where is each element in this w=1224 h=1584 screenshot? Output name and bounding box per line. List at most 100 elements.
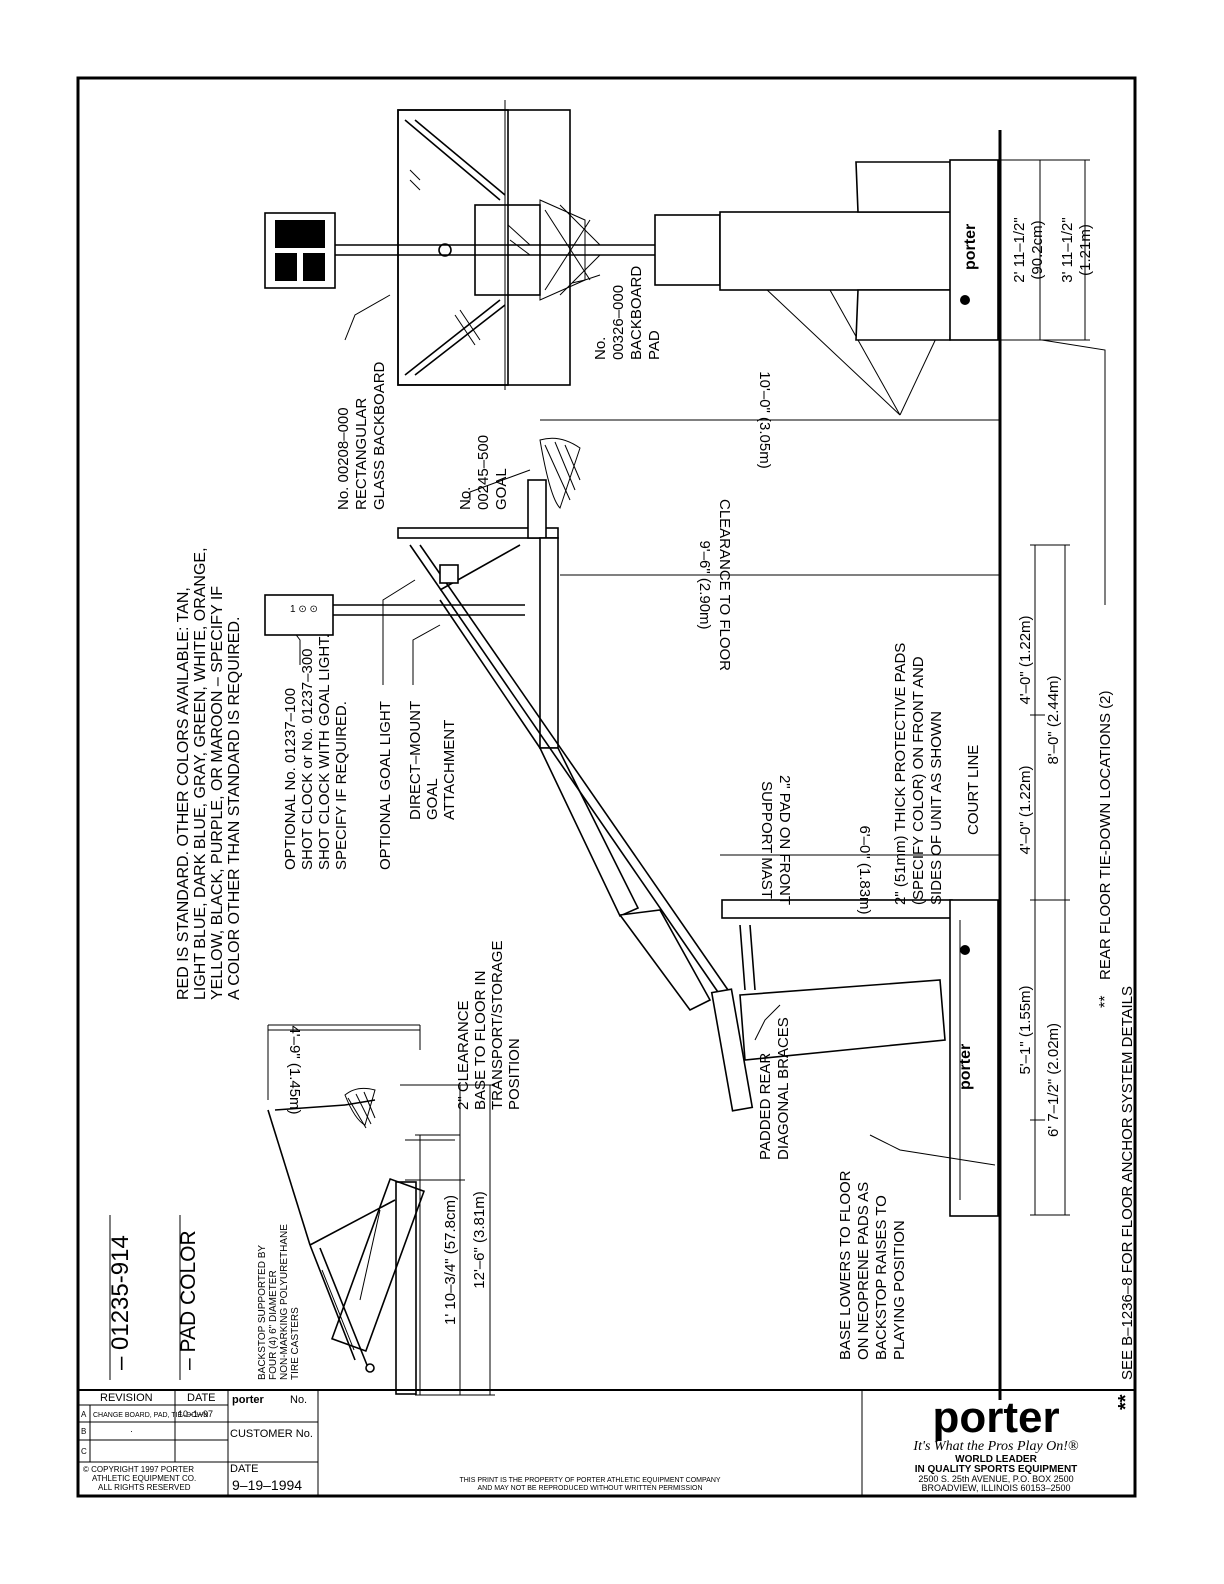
company-line-4: BROADVIEW, ILLINOIS 60153–2500 xyxy=(921,1483,1070,1493)
title-block xyxy=(77,1389,1136,1497)
svg-text:9'–6" (2.90m): 9'–6" (2.90m) xyxy=(696,540,713,629)
customer-no-label: CUSTOMER No. xyxy=(230,1428,313,1440)
front-elevation: porter xyxy=(264,100,999,390)
rev-c-mark: C xyxy=(81,1447,87,1456)
rear-tiedown-text: REAR FLOOR TIE-DOWN LOCATIONS (2) xyxy=(1097,691,1114,980)
drawing-number: – 01235-914 xyxy=(107,1235,134,1370)
direct-mount-2: GOAL xyxy=(424,778,441,820)
svg-text:porter: porter xyxy=(962,224,979,270)
protective-pads-note: 2" (51mm) THICK PROTECTIVE PADS (SPECIFY… xyxy=(892,643,945,905)
date-value: 9–19–1994 xyxy=(232,1477,302,1493)
rim-height-dim: 10'–0" (3.05m) xyxy=(756,371,773,468)
casters-line-4: TIRE CASTERS xyxy=(290,1307,301,1380)
casters-line-2: FOUR (4) 6" DIAMETER xyxy=(268,1270,279,1380)
rear-tiedown-note: ** REAR FLOOR TIE-DOWN LOCATIONS (2) xyxy=(1097,691,1114,1008)
goal-leader xyxy=(469,469,531,500)
padded-rear-2: DIAGONAL BRACES xyxy=(775,1017,792,1160)
svg-text:3' 11–1/2": 3' 11–1/2" xyxy=(1059,217,1076,282)
date-header: DATE xyxy=(187,1392,216,1404)
svg-text:COURT LINE: COURT LINE xyxy=(965,745,982,835)
stored-dimensions xyxy=(267,1024,495,1396)
svg-text:(1.21m): (1.21m) xyxy=(1077,224,1094,276)
porter-small-brand: porter xyxy=(232,1394,265,1406)
pad-color-label: – PAD COLOR xyxy=(177,1230,200,1370)
base-lowers-note: BASE LOWERS TO FLOOR ON NEOPRENE PADS AS… xyxy=(837,1170,908,1360)
svg-text:10'–0" (3.05m): 10'–0" (3.05m) xyxy=(756,371,773,468)
base-lowers-1: BASE LOWERS TO FLOOR xyxy=(837,1170,854,1360)
casters-line-3: NON-MARKING POLYURETHANE xyxy=(279,1224,290,1380)
svg-text:2" PAD ON FRONT: 2" PAD ON FRONT xyxy=(776,775,793,905)
stored-view xyxy=(267,1087,426,1395)
protective-pads-1: 2" (51mm) THICK PROTECTIVE PADS xyxy=(892,643,909,905)
backboard-3: GLASS BACKBOARD xyxy=(371,361,388,510)
svg-text:4'–0" (1.22m): 4'–0" (1.22m) xyxy=(1017,765,1034,854)
base-lowers-3: BACKSTOP RAISES TO xyxy=(873,1195,890,1360)
mast-pad-note: 2" PAD ON FRONT SUPPORT MAST xyxy=(758,775,793,905)
backboard-2: RECTANGULAR xyxy=(353,398,370,510)
rev-a-text: CHANGE BOARD, PAD, TIE–DOWN xyxy=(93,1412,208,1419)
base-lowers-leader xyxy=(869,1134,996,1166)
date-label: DATE xyxy=(230,1463,259,1475)
porter-no-label: No. xyxy=(290,1394,307,1406)
svg-text:SUPPORT MAST: SUPPORT MAST xyxy=(758,781,775,899)
direct-mount-1: DIRECT–MOUNT xyxy=(407,701,424,820)
backboard-leader xyxy=(344,294,391,341)
mast-pad-height-dim: 6'–0" (1.83m) xyxy=(856,825,873,914)
goal-note: No. 00245–500 GOAL xyxy=(457,435,510,510)
goal-3: GOAL xyxy=(493,468,510,510)
shot-clock-1: OPTIONAL No. 01237–100 xyxy=(282,688,299,870)
copyright-2: ATHLETIC EQUIPMENT CO. xyxy=(92,1474,196,1483)
direct-mount-leader xyxy=(412,624,441,685)
svg-text:OPTIONAL GOAL LIGHT: OPTIONAL GOAL LIGHT xyxy=(377,701,394,870)
anchor-stars: ** xyxy=(1115,1394,1137,1410)
backboard-pad-note: No. 00326–000 BACKBOARD PAD xyxy=(592,266,663,360)
pad-color-group: – PAD COLOR xyxy=(177,1230,200,1370)
copyright-1: © COPYRIGHT 1997 PORTER xyxy=(83,1465,194,1474)
dim-5-1: 5'–1" (1.55m) xyxy=(1017,985,1034,1074)
svg-text:5'–1" (1.55m): 5'–1" (1.55m) xyxy=(1017,985,1034,1074)
goal-light-note: OPTIONAL GOAL LIGHT xyxy=(377,701,394,870)
drawing-number-group: – 01235-914 xyxy=(107,1235,134,1370)
svg-text:1' 10–3/4" (57.8cm): 1' 10–3/4" (57.8cm) xyxy=(442,1195,459,1325)
pad-color-line-3: YELLOW, BLACK, PURPLE, OR MAROON – SPECI… xyxy=(209,586,226,1000)
base-lowers-2: ON NEOPRENE PADS AS xyxy=(855,1182,872,1360)
shot-clock-3: SHOT CLOCK WITH GOAL LIGHT. xyxy=(316,634,333,870)
company-line-3: 2500 S. 25th AVENUE, P.O. BOX 2500 xyxy=(918,1474,1073,1484)
pad-color-text: RED IS STANDARD. OTHER COLORS AVAILABLE:… xyxy=(175,547,243,1000)
porter-logo: porter xyxy=(932,1393,1059,1442)
backboard-pad-2: 00326–000 xyxy=(610,285,627,360)
property-notice-2: AND MAY NOT BE REPRODUCED WITHOUT WRITTE… xyxy=(477,1485,702,1492)
pad-color-line-4: A COLOR OTHER THAN STANDARD IS REQUIRED. xyxy=(226,617,243,1000)
svg-text:6'–0" (1.83m): 6'–0" (1.83m) xyxy=(856,825,873,914)
tiedown-leader xyxy=(1041,339,1106,605)
svg-text:2' 11–1/2": 2' 11–1/2" xyxy=(1011,217,1028,282)
stored-length-dim: 12'–6" (3.81m) xyxy=(471,1191,488,1288)
base-lowers-4: PLAYING POSITION xyxy=(891,1220,908,1360)
pad-color-line-1: RED IS STANDARD. OTHER COLORS AVAILABLE:… xyxy=(175,587,192,1000)
anchor-text: SEE B–1236–8 FOR FLOOR ANCHOR SYSTEM DET… xyxy=(1119,986,1136,1380)
pads-leader-1 xyxy=(829,289,901,416)
svg-text:4'–0" (1.22m): 4'–0" (1.22m) xyxy=(1017,615,1034,704)
shot-clock-unit xyxy=(264,594,334,636)
direct-mount-3: ATTACHMENT xyxy=(441,720,458,820)
stored-height-dim: 4'–9" (1.45m) xyxy=(286,1025,303,1114)
svg-text:6' 7–1/2" (2.02m): 6' 7–1/2" (2.02m) xyxy=(1045,1023,1062,1137)
anchor-note: ** SEE B–1236–8 FOR FLOOR ANCHOR SYSTEM … xyxy=(1115,986,1137,1410)
padded-rear-leader xyxy=(754,1004,781,1041)
copyright-3: ALL RIGHTS RESERVED xyxy=(98,1483,191,1492)
backboard-pad-3: BACKBOARD xyxy=(628,266,645,360)
protective-pads-2: (SPECIFY COLOR) ON FRONT AND xyxy=(910,656,927,905)
rev-a-mark: A xyxy=(81,1410,87,1419)
backboard-pad-1: No. xyxy=(592,337,609,360)
shot-clock-note: OPTIONAL No. 01237–100 SHOT CLOCK or No.… xyxy=(282,634,350,870)
clearance-transport-4: POSITION xyxy=(506,1038,523,1110)
casters-note: BACKSTOP SUPPORTED BY FOUR (4) 6" DIAMET… xyxy=(257,1224,301,1380)
shot-clock-4: SPECIFY IF REQUIRED. xyxy=(333,701,350,870)
padded-rear-note: PADDED REAR DIAGONAL BRACES xyxy=(757,1017,792,1160)
rear-tiedown-stars: ** xyxy=(1097,996,1114,1008)
backboard-note: No. 00208–000 RECTANGULAR GLASS BACKBOAR… xyxy=(335,361,388,510)
clearance-transport-1: 2" CLEARANCE xyxy=(455,1000,472,1110)
protective-pads-3: SIDES OF UNIT AS SHOWN xyxy=(928,711,945,905)
clearance-transport-note: 2" CLEARANCE BASE TO FLOOR IN TRANSPORT/… xyxy=(455,941,523,1110)
backboard-pad-4: PAD xyxy=(646,330,663,360)
